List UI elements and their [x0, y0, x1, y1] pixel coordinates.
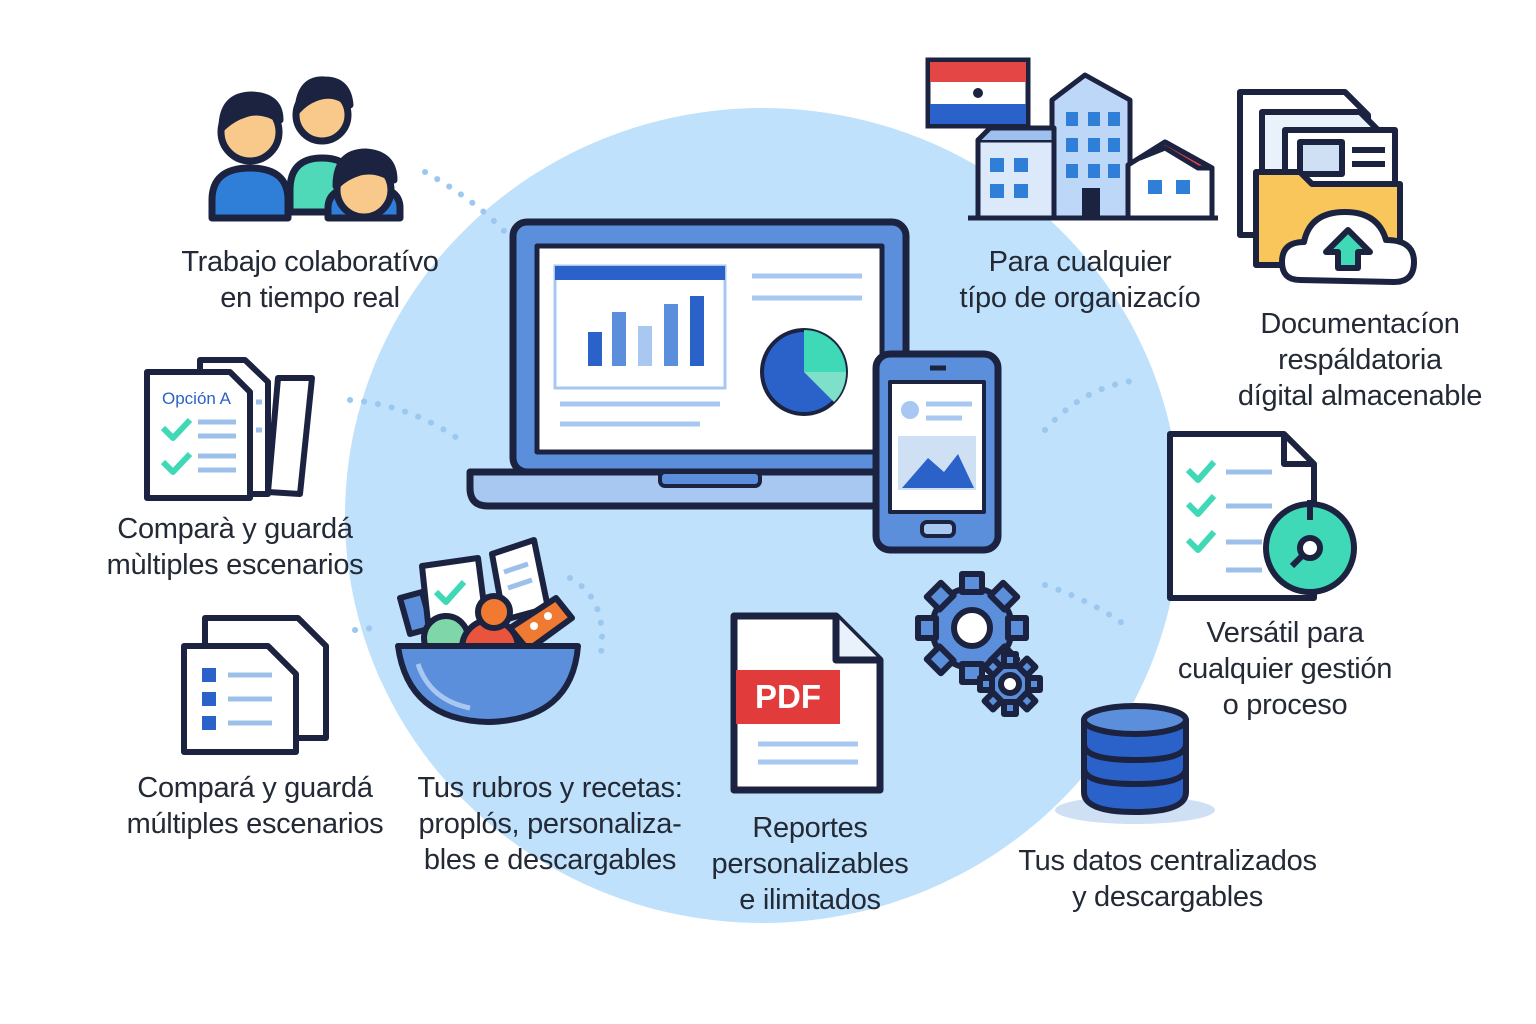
feature-compare-scenarios-1: Comparà y guardá mùltiples escenarios [70, 511, 400, 583]
feature-versatile-process: Versátil para cualquier gestión o proces… [1140, 615, 1430, 723]
feature-line: dígital almacenable [1237, 380, 1483, 412]
feature-line: proplós, personaliza- [418, 808, 682, 840]
feature-line: Compará y guardá [137, 772, 373, 804]
feature-recipes: Tus rubros y recetas: proplós, personali… [395, 770, 705, 878]
feature-compare-scenarios-2: Compará y guardá múltiples escenarios [110, 770, 400, 842]
list-documents-icon [181, 615, 329, 755]
folder-icon [1237, 89, 1417, 285]
feature-line: e ilimitados [739, 884, 881, 916]
feature-line: Reportes [752, 812, 868, 844]
feature-line: personalizables [711, 848, 909, 880]
database-icon [1055, 703, 1215, 824]
dotted-connectors [347, 169, 1143, 663]
feature-line: Tus rubros y recetas: [417, 772, 683, 804]
checklist-stopwatch-icon [1167, 431, 1357, 601]
pdf-label: PDF [755, 678, 821, 715]
feature-line: respáldatoria [1278, 344, 1442, 376]
feature-line: cualquier gestión [1177, 653, 1393, 685]
feature-line: y descargables [1072, 881, 1263, 913]
buildings-icon [968, 72, 1218, 221]
feature-line: o proceso [1222, 689, 1348, 721]
feature-line: Documentacíon [1260, 308, 1460, 340]
gears-icon [915, 571, 1043, 717]
dashboard-screen [553, 264, 862, 427]
people-icon [208, 76, 404, 222]
feature-any-organization: Para cualquier típo de organizacío [930, 244, 1230, 316]
feature-custom-reports: Reportes personalizables e ilimitados [690, 810, 930, 918]
option-documents-icon [144, 357, 315, 501]
feature-digital-documentation: Documentacíon respáldatoria dígital alma… [1215, 306, 1505, 414]
feature-line: Para cualquier [988, 246, 1172, 278]
feature-centralized-data: Tus datos centralizados y descargables [980, 843, 1355, 915]
smartphone-icon [872, 350, 1002, 554]
option-label: Opción A [162, 389, 232, 408]
recipe-bowl-icon [395, 537, 581, 725]
feature-realtime-collaboration: Trabajo colaboratívo en tiempo real [140, 244, 480, 316]
feature-line: Trabajo colaboratívo [181, 246, 439, 278]
feature-line: múltiples escenarios [126, 808, 384, 840]
feature-line: Comparà y guardá [117, 513, 353, 545]
feature-line: en tiempo real [220, 282, 400, 314]
feature-line: Tus datos centralizados [1018, 845, 1317, 877]
feature-line: Versátil para [1206, 617, 1364, 649]
flag-icon [925, 57, 1031, 129]
feature-line: mùltiples escenarios [106, 549, 364, 581]
feature-line: bles e descargables [423, 844, 677, 876]
pdf-document-icon [730, 612, 884, 794]
feature-line: típo de organizacío [959, 282, 1201, 314]
